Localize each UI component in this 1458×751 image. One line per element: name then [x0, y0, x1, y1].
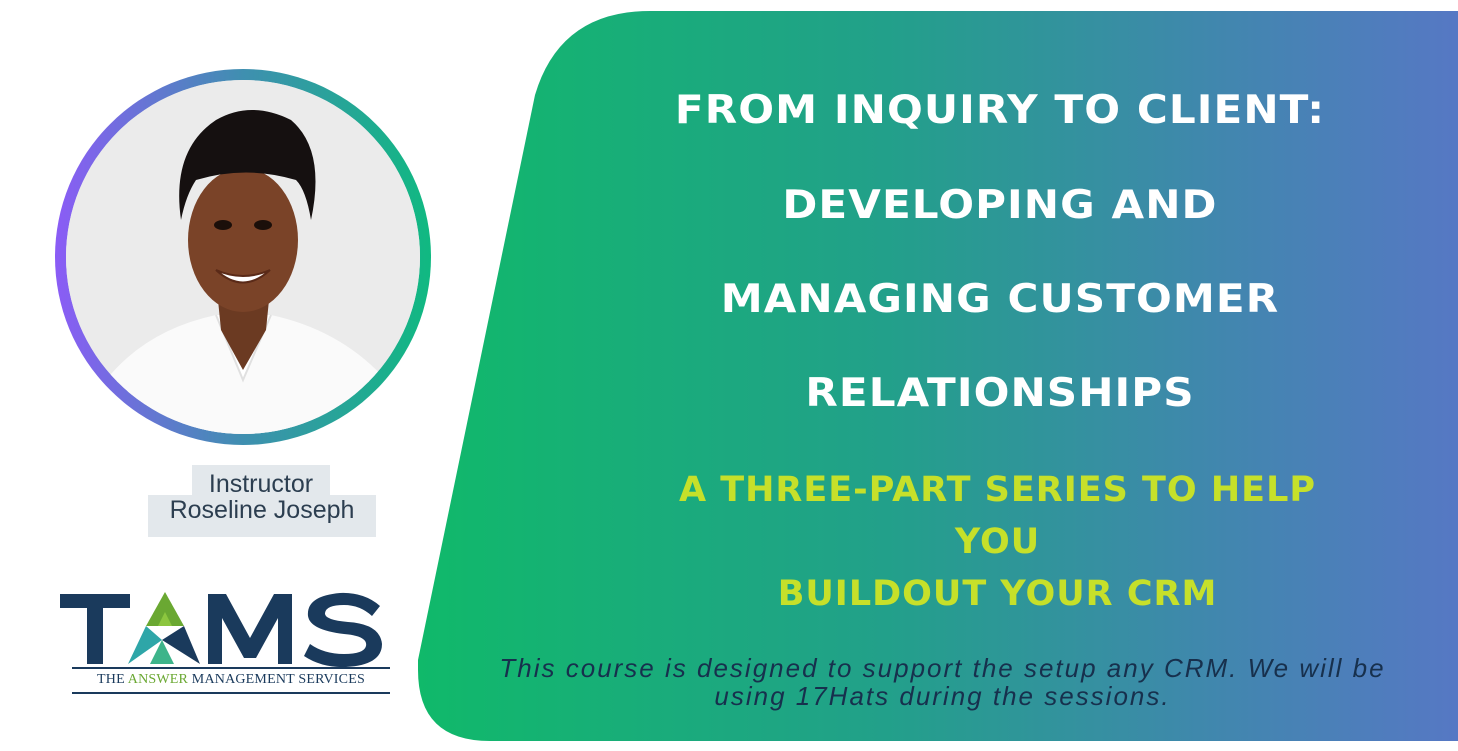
course-description-line-1: This course is designed to support the s… — [499, 653, 1386, 683]
logo-tagline: THE ANSWER MANAGEMENT SERVICES — [72, 672, 390, 688]
course-description-line-2: using 17Hats during the sessions. — [714, 681, 1171, 711]
title-line-4: RELATIONSHIPS — [805, 371, 1195, 416]
subtitle-line-2: YOU — [954, 522, 1041, 562]
instructor-avatar — [66, 80, 420, 434]
title-line-3: MANAGING CUSTOMER — [720, 277, 1280, 322]
instructor-role-label: Instructor — [192, 465, 330, 499]
subtitle-line-3: BUILDOUT YOUR CRM — [777, 574, 1218, 614]
tams-logo: THE ANSWER MANAGEMENT SERVICES — [58, 588, 390, 696]
logo-bottom-rule — [72, 692, 390, 694]
tagline-pre: THE — [97, 672, 128, 687]
instructor-name-label: Roseline Joseph — [148, 495, 376, 537]
instructor-avatar-ring — [55, 69, 431, 445]
tagline-post: MANAGEMENT SERVICES — [188, 672, 365, 687]
logo-top-rule — [72, 667, 390, 669]
portrait-photo — [66, 80, 420, 434]
title-line-1: FROM INQUIRY TO CLIENT: — [674, 88, 1326, 133]
tagline-accent: ANSWER — [127, 672, 189, 687]
subtitle-line-1: A THREE-PART SERIES TO HELP — [678, 470, 1317, 510]
title-line-2: DEVELOPING AND — [782, 183, 1218, 228]
tams-logo-mark — [60, 592, 382, 668]
